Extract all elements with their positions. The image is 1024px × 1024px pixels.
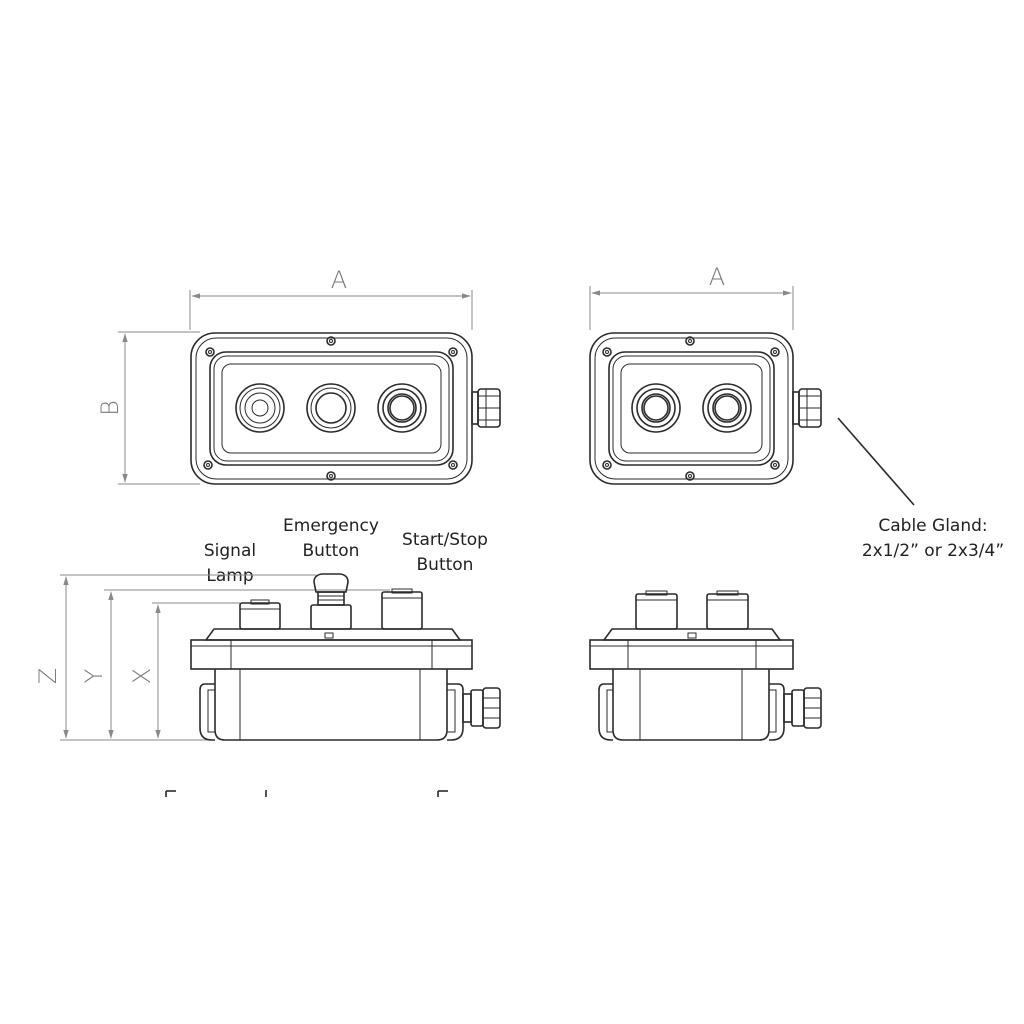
cable-gland-top-right: [792, 388, 822, 428]
button-left-side: [635, 590, 678, 630]
top-view-three-hole: A B: [96, 266, 501, 485]
emergency-button-top: [306, 383, 356, 433]
emergency-button-label-2: Button: [303, 541, 360, 561]
signal-lamp-side: [239, 599, 281, 630]
cover-flange: [190, 639, 473, 670]
top-view-two-hole: A: [589, 263, 915, 506]
cable-gland-top-left: [471, 388, 501, 428]
start-stop-button-label-2: Button: [417, 555, 474, 575]
dimension-a-label-right: A: [709, 263, 725, 291]
emergency-button-label: Emergency: [283, 516, 379, 536]
dimension-x-label: X: [128, 668, 156, 684]
start-stop-button-label: Start/Stop: [402, 530, 488, 550]
cover-frame: [209, 351, 454, 466]
cable-gland-label: Cable Gland:: [878, 516, 987, 536]
dimension-y-label: Y: [80, 668, 108, 683]
cover-screws: [203, 336, 458, 481]
dimension-z-label: Z: [34, 668, 62, 684]
side-view-two-device: [589, 590, 822, 741]
side-view-three-device: Signal Lamp Emergency Button Start/Stop …: [34, 516, 501, 741]
dimension-a-label: A: [331, 266, 347, 294]
cover-screws-right: [602, 336, 780, 481]
emergency-button-side: [310, 573, 352, 630]
button-right-top-right-view: [702, 383, 752, 433]
button-left-top-right-view: [631, 383, 681, 433]
signal-lamp-label-2: Lamp: [206, 566, 253, 586]
start-stop-button-side: [381, 588, 423, 630]
button-right-side: [706, 590, 749, 630]
enclosure-body: [214, 669, 448, 741]
dimension-b-label: B: [96, 400, 124, 416]
signal-lamp-top: [235, 383, 285, 433]
cable-gland-size-label: 2x1/2” or 2x3/4”: [862, 541, 1004, 561]
cable-gland-side-right: [783, 687, 822, 729]
clipped-text-fragments: [165, 790, 448, 797]
cable-gland-leader: [837, 417, 915, 506]
start-stop-button-top: [377, 383, 427, 433]
signal-lamp-label: Signal: [204, 541, 256, 561]
cable-gland-side-left: [462, 687, 501, 729]
